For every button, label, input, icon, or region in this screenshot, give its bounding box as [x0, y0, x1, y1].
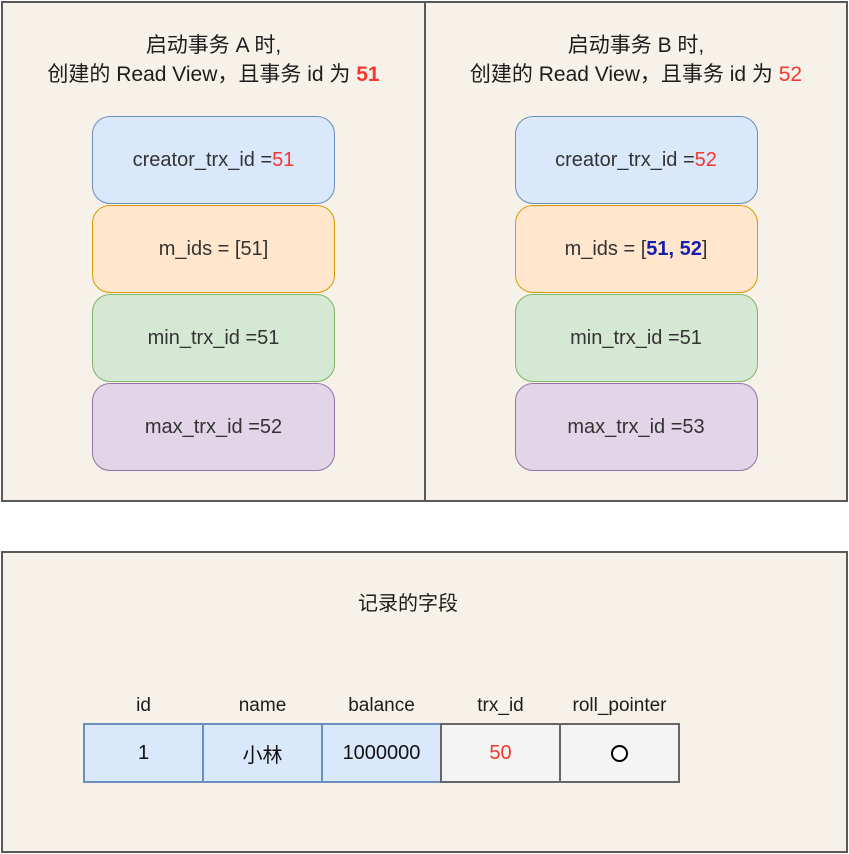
cell-id: 1	[83, 723, 204, 783]
column-header-trx-id: trx_id	[477, 695, 524, 716]
cell-balance: 1000000	[321, 723, 442, 783]
record-fields-panel: 记录的字段 id name balance trx_id roll_pointe…	[1, 551, 848, 853]
max-trx-id-box-a: max_trx_id = 52	[92, 383, 335, 471]
panel-a-trx-id-value: 51	[356, 63, 380, 86]
m-ids-box-b: m_ids = [51, 52]	[514, 205, 758, 293]
cell-name: 小林	[202, 723, 323, 783]
record-table-row: 1 小林 1000000 50	[83, 723, 680, 783]
min-trx-id-box-b: min_trx_id = 51	[514, 294, 758, 382]
panel-a-title: 启动事务 A 时, 创建的 Read View，且事务 id 为 51	[3, 31, 424, 89]
panel-b-title-line2: 创建的 Read View，且事务 id 为 52	[469, 63, 803, 86]
panel-a-title-line2: 创建的 Read View，且事务 id 为 51	[47, 63, 380, 86]
panel-b-readview-boxes: creator_trx_id = 52 m_ids = [51, 52] min…	[514, 116, 758, 471]
min-trx-id-box-a: min_trx_id = 51	[92, 294, 335, 382]
column-header-balance: balance	[348, 695, 415, 716]
creator-trx-id-box-a: creator_trx_id = 51	[92, 116, 335, 204]
panel-b-title: 启动事务 B 时, 创建的 Read View，且事务 id 为 52	[426, 31, 846, 89]
column-header-name: name	[238, 695, 287, 716]
panel-b-trx-id-value: 52	[778, 63, 803, 86]
cell-roll-pointer	[559, 723, 680, 783]
record-table: id name balance trx_id roll_pointer 1 小林…	[83, 693, 680, 783]
cell-trx-id: 50	[440, 723, 561, 783]
column-header-id: id	[136, 695, 151, 716]
readview-panel-a: 启动事务 A 时, 创建的 Read View，且事务 id 为 51 crea…	[1, 1, 426, 502]
roll-pointer-circle-icon	[611, 744, 628, 762]
panel-b-title-line1: 启动事务 B 时,	[567, 34, 705, 57]
panel-a-title-line1: 启动事务 A 时,	[145, 34, 282, 57]
creator-trx-id-box-b: creator_trx_id = 52	[514, 116, 758, 204]
panel-a-readview-boxes: creator_trx_id = 51 m_ids = [51] min_trx…	[92, 116, 335, 471]
record-table-header-row: id name balance trx_id roll_pointer	[83, 693, 680, 723]
record-panel-title: 记录的字段	[358, 593, 458, 615]
m-ids-box-a: m_ids = [51]	[92, 205, 335, 293]
readview-panel-b: 启动事务 B 时, 创建的 Read View，且事务 id 为 52 crea…	[424, 1, 848, 502]
column-header-roll-pointer: roll_pointer	[572, 695, 667, 716]
max-trx-id-box-b: max_trx_id = 53	[514, 383, 758, 471]
